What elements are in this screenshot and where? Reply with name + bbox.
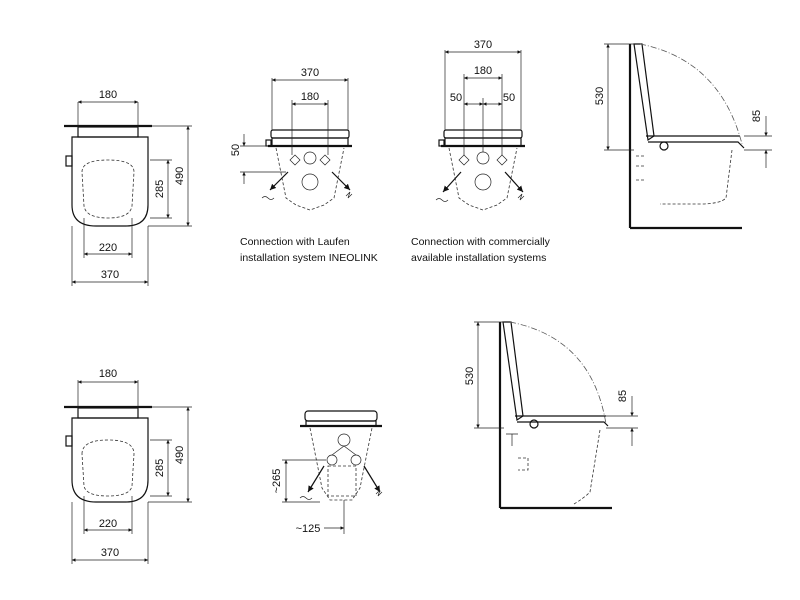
dim-285-top1: 285 bbox=[154, 180, 166, 198]
dim-265-front3: ~265 bbox=[271, 469, 283, 494]
front-view-ineolink bbox=[240, 78, 353, 211]
dim-220-top1: 220 bbox=[99, 242, 117, 254]
side-view-1 bbox=[604, 43, 772, 230]
dim-530-side1: 530 bbox=[594, 87, 606, 105]
side-view-2 bbox=[474, 321, 638, 510]
caption-ineolink: Connection with Laufen installation syst… bbox=[240, 234, 378, 266]
dim-85-side2: 85 bbox=[617, 390, 629, 402]
front-view-commercial bbox=[435, 50, 525, 211]
caption-commercial: Connection with commercially available i… bbox=[411, 234, 550, 266]
dim-50-front2-right: 50 bbox=[503, 92, 515, 104]
top-view-1 bbox=[64, 100, 192, 286]
dim-370-front2: 370 bbox=[474, 39, 492, 51]
dim-180-top2: 180 bbox=[99, 368, 117, 380]
dim-180-front2: 180 bbox=[474, 65, 492, 77]
dim-220-top2: 220 bbox=[99, 518, 117, 530]
dim-370-top1: 370 bbox=[101, 269, 119, 281]
caption-commercial-line2: available installation systems bbox=[411, 252, 547, 264]
dim-530-side2: 530 bbox=[464, 367, 476, 385]
dim-285-top2: 285 bbox=[154, 459, 166, 477]
dim-180-top1: 180 bbox=[99, 89, 117, 101]
caption-ineolink-line2: installation system INEOLINK bbox=[240, 252, 378, 264]
caption-ineolink-line1: Connection with Laufen bbox=[240, 236, 350, 248]
dim-50-front1: 50 bbox=[230, 144, 242, 156]
top-view-2 bbox=[64, 380, 192, 564]
front-view-3 bbox=[282, 410, 383, 534]
dim-125-front3: ~125 bbox=[296, 523, 321, 535]
dim-490-top1: 490 bbox=[174, 167, 186, 185]
caption-commercial-line1: Connection with commercially bbox=[411, 236, 550, 248]
dim-490-top2: 490 bbox=[174, 446, 186, 464]
dim-370-front1: 370 bbox=[301, 67, 319, 79]
dim-50-front2-left: 50 bbox=[450, 92, 462, 104]
dim-180-front1: 180 bbox=[301, 91, 319, 103]
dim-370-top2: 370 bbox=[101, 547, 119, 559]
dim-85-side1: 85 bbox=[751, 110, 763, 122]
